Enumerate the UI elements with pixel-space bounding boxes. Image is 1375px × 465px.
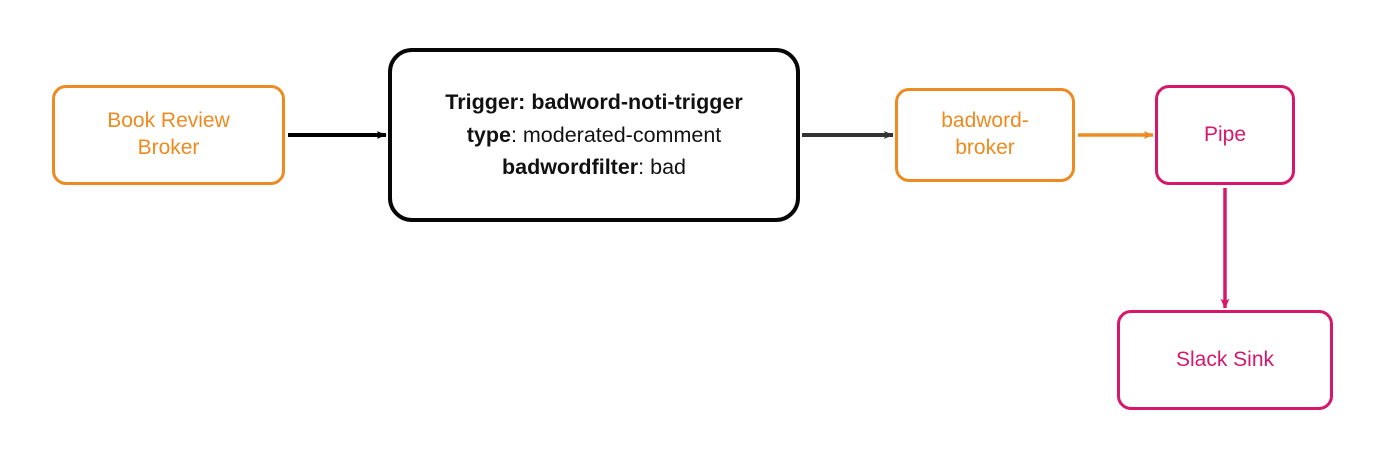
trigger-line-3-value-text: bad	[650, 155, 686, 180]
node-pipe[interactable]: Pipe	[1155, 85, 1295, 185]
trigger-detail-text: Trigger: badword-noti-trigger type: mode…	[445, 86, 742, 184]
node-slack-sink[interactable]: Slack Sink	[1117, 310, 1333, 410]
trigger-line-2-value-text: moderated-comment	[522, 122, 722, 147]
node-book-review-broker[interactable]: Book Review Broker	[52, 85, 285, 185]
node-label: Slack Sink	[1175, 347, 1275, 371]
node-badword-broker[interactable]: badword- broker	[895, 88, 1075, 182]
trigger-line-1-value: badword-noti-trigger	[531, 89, 743, 114]
trigger-line-3-label: badwordfilter	[501, 155, 639, 180]
node-label: Book Review Broker	[107, 109, 230, 159]
node-label: badword- broker	[941, 109, 1029, 159]
trigger-line-3-value: : bad	[638, 155, 686, 180]
trigger-line-2-label: type	[466, 122, 511, 147]
node-trigger[interactable]: Trigger: badword-noti-trigger type: mode…	[388, 48, 800, 222]
trigger-line-2-value: : moderated-comment	[510, 122, 722, 147]
trigger-line-1-label: Trigger:	[445, 89, 526, 114]
node-label: Pipe	[1203, 122, 1247, 146]
